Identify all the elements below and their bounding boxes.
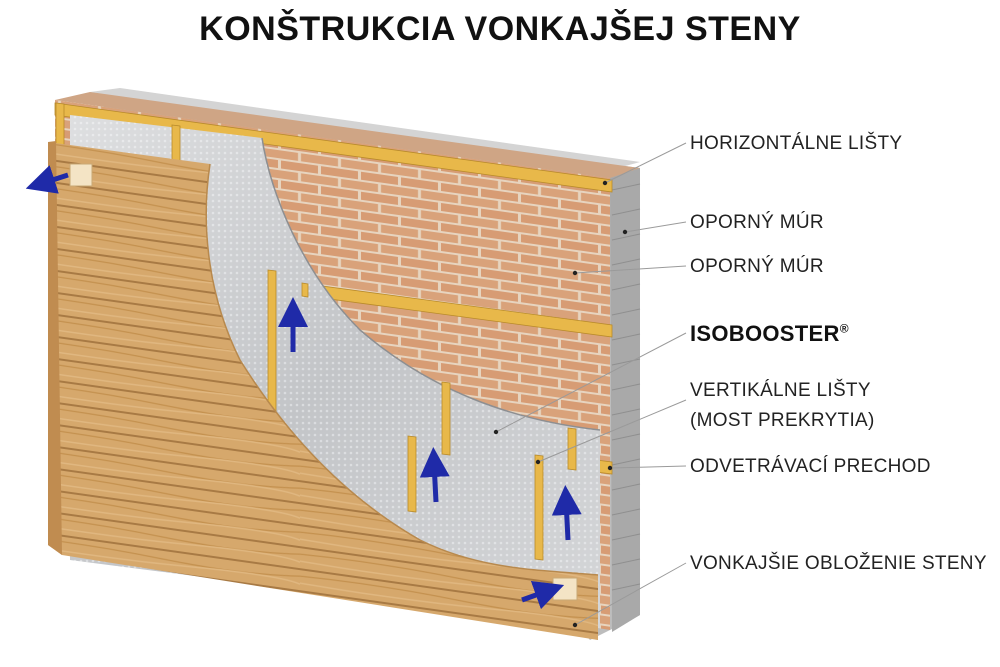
label-vertical-battens: VERTIKÁLNE LIŠTY (690, 380, 871, 401)
label-horizontal-battens: HORIZONTÁLNE LIŠTY (690, 133, 903, 154)
vent-grille-bottom (552, 577, 578, 601)
label-exterior-cladding: VONKAJŠIE OBLOŽENIE STENY (690, 553, 987, 574)
label-support-wall-2: OPORNÝ MÚR (690, 256, 824, 277)
airflow-arrow-up-3 (551, 485, 582, 541)
diagram-title: KONŠTRUKCIA VONKAJŠEJ STENY (199, 10, 801, 48)
airflow-arrow-inlet (521, 580, 565, 610)
registered-mark: ® (839, 321, 849, 336)
airflow-arrow-up-2 (419, 447, 450, 503)
label-isobooster: ISOBOOSTER® (690, 321, 849, 347)
isobooster-name: ISOBOOSTER (690, 321, 840, 346)
vent-grille-top (69, 163, 93, 187)
label-ventilation-gap: ODVETRÁVACÍ PRECHOD (690, 456, 931, 477)
airflow-arrows (25, 165, 582, 610)
label-vertical-battens-note: (MOST PREKRYTIA) (690, 410, 875, 431)
label-support-wall-1: OPORNÝ MÚR (690, 212, 824, 233)
airflow-arrow-outlet (25, 165, 69, 194)
exterior-timber-cladding (48, 141, 599, 640)
label-leader-lines (493, 142, 687, 628)
